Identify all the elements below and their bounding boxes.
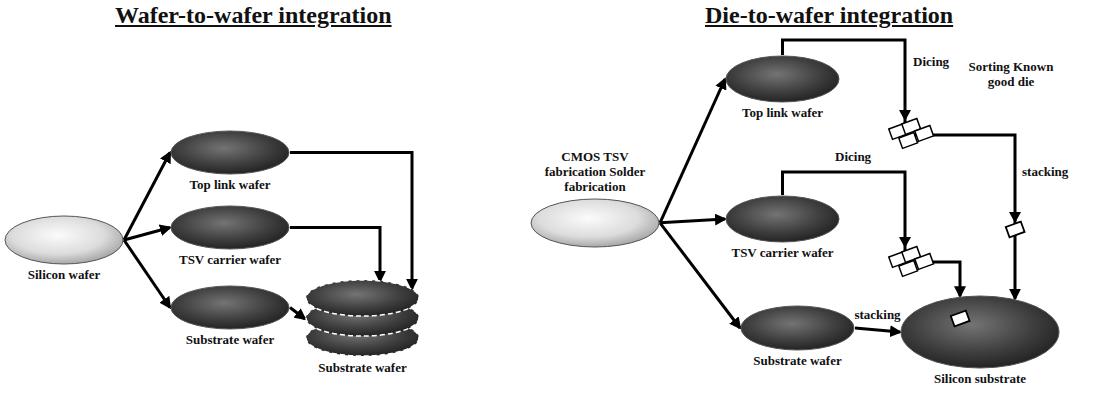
wafer-shape [170,205,290,250]
wafer-label: CMOS TSV fabrication Solder fabrication [530,150,660,195]
wafer-label: TSV carrier wafer [170,253,290,268]
wafer-node: Top link wafer [725,55,840,121]
flow-arrow [660,223,740,328]
step-label: Sorting Known good die [955,60,1067,90]
step-label: stacking [1022,165,1068,180]
step-label: Dicing [835,150,871,165]
wafer-label: Substrate wafer [740,354,855,369]
die-cluster [889,247,934,277]
wafer-shape [725,55,840,103]
stacked-die [951,311,970,327]
wafer-ellipse [171,286,289,329]
wafer-label: Top link wafer [170,178,290,193]
flow-arrow [855,328,900,332]
wafer-ellipse [531,199,659,247]
wafer-node: Silicon wafer [4,215,124,283]
wafer-ellipse [741,306,854,350]
wafer-shape [530,198,660,248]
wafer-shape [740,305,855,351]
known-good-die [1006,222,1025,238]
wafer-shape [305,280,420,358]
stacked-wafer [306,280,419,316]
flow-arrow [124,228,170,241]
wafer-ellipse [726,56,839,102]
wafer-node: TSV carrier wafer [725,195,840,261]
wafer-node: CMOS TSV fabrication Solder fabrication [530,150,660,248]
edge-label: stacking [854,307,900,323]
wafer-ellipse [5,216,123,264]
panel-title: Wafer-to-wafer integration [115,2,392,30]
wafer-node: TSV carrier wafer [170,205,290,268]
flow-arrow [290,308,305,320]
wafer-shape [170,285,290,330]
wafer-shape [725,195,840,243]
wafer-shape [900,295,1060,369]
wafer-label: Silicon wafer [4,268,124,283]
flow-arrow [290,153,412,289]
flow-arrow [290,228,380,281]
wafer-ellipse [171,131,289,174]
wafer-label: Substrate wafer [170,333,290,348]
flow-arrow [660,79,725,223]
wafer-shape [170,130,290,175]
wafer-ellipse [901,296,1059,368]
wafer-node: Substrate wafer [740,305,855,369]
wafer-label: Silicon substrate [900,372,1060,387]
wafer-label: TSV carrier wafer [725,246,840,261]
arrow-head [899,110,911,121]
panel-title: Die-to-wafer integration [705,2,953,30]
wafer-ellipse [726,196,839,242]
wafer-node: Substrate wafer [305,280,420,376]
flow-arrow [124,240,170,308]
wafer-label: Top link wafer [725,106,840,121]
wafer-node: Substrate wafer [170,285,290,348]
wafer-label: Substrate wafer [305,361,420,376]
wafer-shape [4,215,124,265]
flow-arrow [124,153,170,241]
step-label: Dicing [913,55,949,70]
arrow-head [899,237,911,248]
die-cluster [889,119,934,149]
flow-arrow [660,219,725,223]
wafer-node: Top link wafer [170,130,290,193]
wafer-ellipse [171,206,289,249]
wafer-node: Silicon substrate [900,295,1060,387]
